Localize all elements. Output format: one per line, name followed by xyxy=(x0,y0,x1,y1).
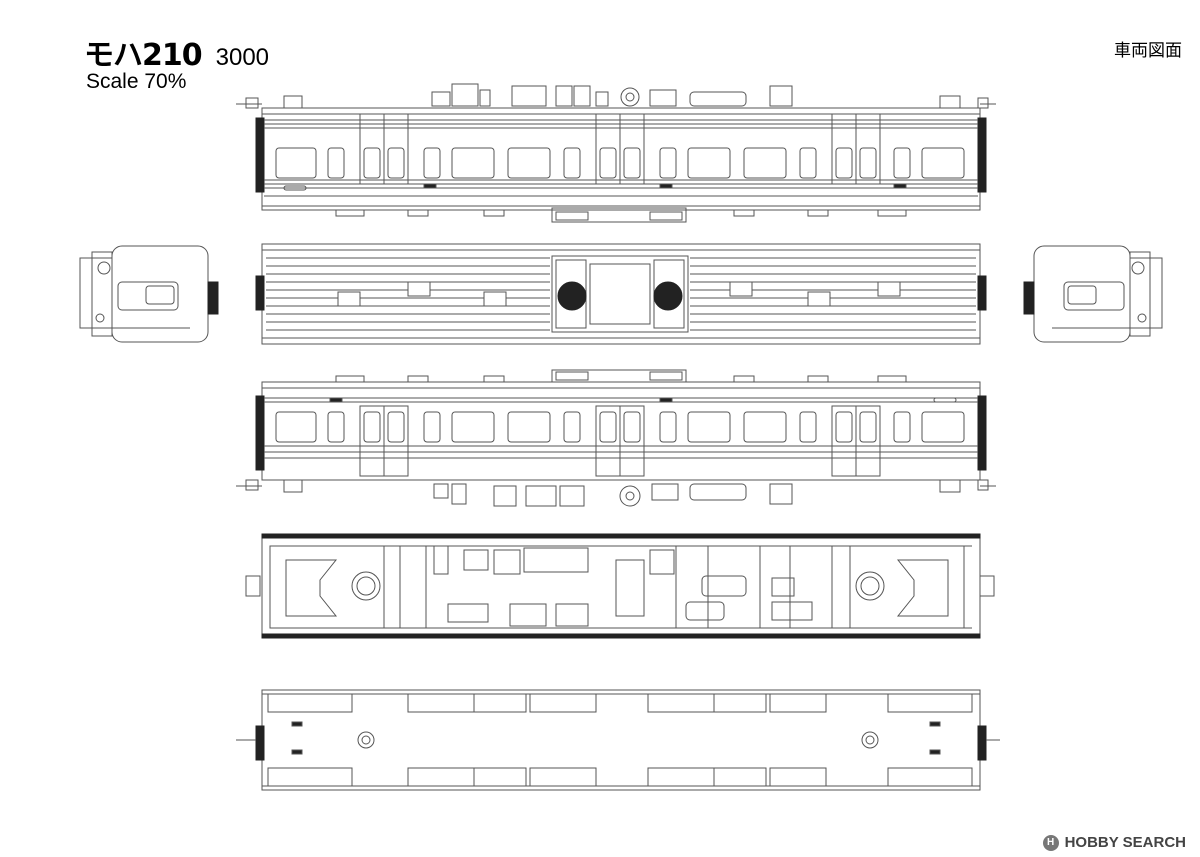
hobby-search-watermark: H HOBBY SEARCH xyxy=(1042,834,1186,851)
side-view-1 xyxy=(236,84,996,222)
roof-view xyxy=(256,244,986,344)
brand-text: HOBBY SEARCH xyxy=(1064,834,1186,851)
underfloor-equipment xyxy=(434,484,792,506)
model-number: 3000 xyxy=(215,44,270,71)
drawing-type-label: 車両図面 xyxy=(1114,41,1182,61)
end-view-right xyxy=(1024,246,1162,342)
side-view-2 xyxy=(236,370,996,506)
scale-label: Scale 70% xyxy=(86,70,187,93)
end-view-left xyxy=(80,246,218,342)
drawing-title: モハ210 3000 xyxy=(84,30,269,74)
underframe-view xyxy=(246,534,994,638)
model-name: モハ210 xyxy=(84,38,203,73)
underframe-plan xyxy=(236,690,1000,790)
hobby-search-logo-icon: H xyxy=(1042,834,1059,851)
roof-equipment xyxy=(432,84,792,106)
